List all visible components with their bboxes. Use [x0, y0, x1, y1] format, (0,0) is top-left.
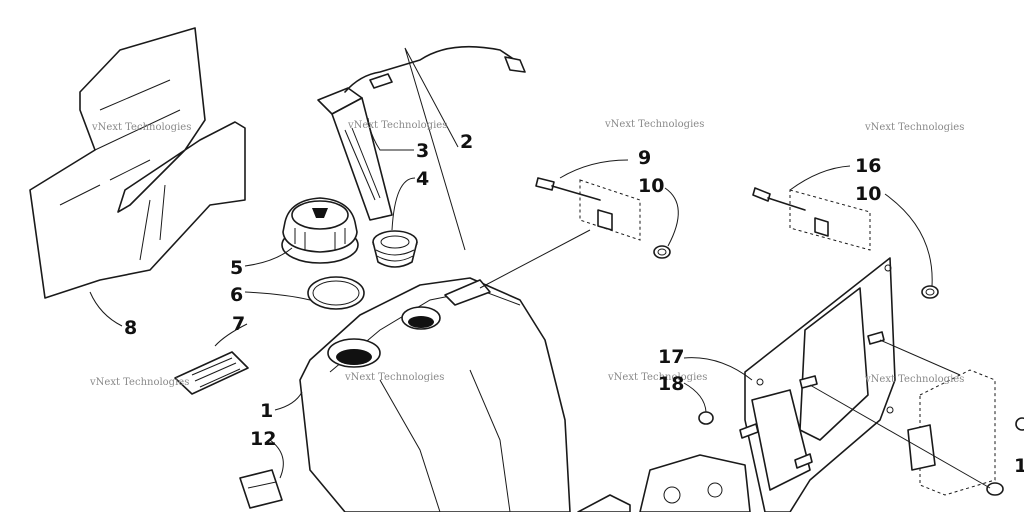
part-12-strap [239, 469, 283, 509]
callout-17: 17 [658, 346, 684, 368]
callout-5: 5 [230, 257, 243, 279]
callout-7: 7 [232, 313, 245, 335]
right-edge-nuts [986, 417, 1024, 496]
callout-10b: 10 [855, 183, 881, 205]
part-1-fuel-tank [299, 277, 571, 512]
watermark-2: vNext Technologies [347, 120, 447, 131]
leader-lines [89, 47, 991, 489]
callout-10a: 10 [638, 175, 664, 197]
callout-8: 8 [124, 317, 137, 339]
part-10-nut-a [653, 245, 671, 259]
callout-16: 16 [855, 155, 881, 177]
electrical-module [907, 369, 996, 496]
part-9-bolt [535, 177, 601, 201]
part-10-nut-b [921, 285, 939, 299]
part-7-decal [174, 351, 249, 395]
mounting-plate [744, 257, 896, 512]
watermark-3: vNext Technologies [604, 119, 704, 130]
callout-18: 18 [658, 373, 684, 395]
callout-1-right-edge: 1 [1014, 455, 1024, 477]
watermark-8: vNext Technologies [864, 374, 964, 385]
watermark-5: vNext Technologies [89, 377, 189, 388]
lower-component [577, 454, 751, 512]
callout-9: 9 [638, 147, 651, 169]
bracket-top-middle [579, 179, 641, 241]
part-5-fuel-cap [281, 197, 359, 264]
callout-2: 2 [460, 131, 473, 153]
part-17-studs [739, 331, 885, 469]
part-16-bolt [752, 187, 806, 211]
part-18-nut [698, 411, 714, 425]
watermark-7: vNext Technologies [607, 372, 707, 383]
callout-3: 3 [416, 140, 429, 162]
callout-4: 4 [416, 168, 429, 190]
part-8-shield-pad [29, 27, 246, 299]
watermark-1: vNext Technologies [91, 122, 191, 133]
bracket-top-right [789, 189, 871, 251]
part-4-filler-neck [372, 230, 418, 268]
callout-1: 1 [260, 400, 273, 422]
part-3-fuel-sender [317, 45, 526, 221]
watermark-6: vNext Technologies [344, 372, 444, 383]
callout-12: 12 [250, 428, 276, 450]
watermark-4: vNext Technologies [864, 122, 964, 133]
part-6-gasket [307, 276, 365, 310]
callout-6: 6 [230, 284, 243, 306]
